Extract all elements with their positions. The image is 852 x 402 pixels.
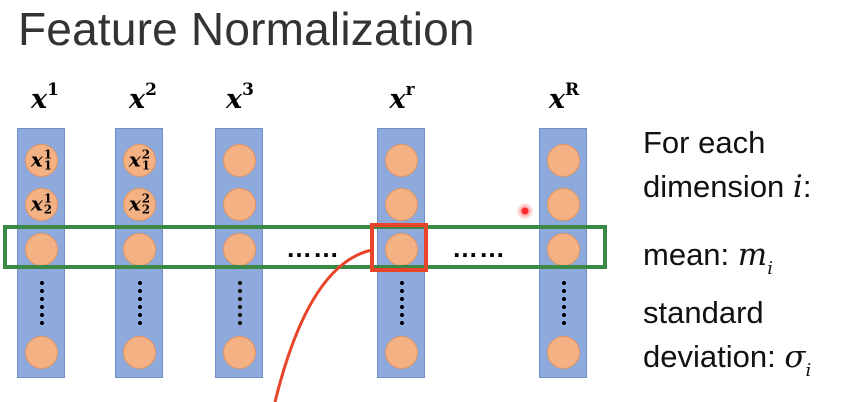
horizontal-ellipsis-right: …… bbox=[452, 233, 506, 263]
slide-title: Feature Normalization bbox=[18, 3, 475, 55]
element-circle bbox=[547, 144, 580, 177]
vertical-ellipsis bbox=[562, 279, 566, 327]
element-circle bbox=[123, 233, 156, 266]
element-circle bbox=[223, 336, 256, 369]
feature-vector-bar-3 bbox=[215, 128, 263, 378]
vertical-ellipsis bbox=[138, 279, 142, 327]
element-circle bbox=[547, 336, 580, 369]
side-text-deviation: deviation: σi bbox=[643, 339, 812, 382]
element-circle bbox=[123, 336, 156, 369]
feature-vector-bar-r bbox=[377, 128, 425, 378]
side-text-standard: standard bbox=[643, 295, 764, 330]
vertical-ellipsis bbox=[238, 279, 242, 327]
pointer-curve-path bbox=[273, 248, 373, 402]
element-circle bbox=[385, 188, 418, 221]
element-circle bbox=[223, 144, 256, 177]
laser-pointer-dot bbox=[517, 203, 533, 219]
vertical-ellipsis bbox=[400, 279, 404, 327]
column-label-x1: x1 bbox=[31, 80, 59, 115]
column-label-x3: x3 bbox=[226, 80, 254, 115]
element-circle bbox=[25, 336, 58, 369]
vertical-ellipsis bbox=[40, 279, 44, 327]
element-circle bbox=[223, 188, 256, 221]
element-circle bbox=[385, 233, 418, 266]
side-text-dimension: dimension i: bbox=[643, 169, 812, 205]
column-label-xr: xr bbox=[389, 80, 415, 115]
element-circle bbox=[385, 336, 418, 369]
column-label-x2: x2 bbox=[129, 80, 157, 115]
horizontal-ellipsis-left: …… bbox=[286, 233, 340, 263]
side-text-mean: mean: mi bbox=[643, 237, 773, 280]
element-circle bbox=[547, 188, 580, 221]
side-text-for-each: For each bbox=[643, 125, 766, 160]
element-circle bbox=[385, 144, 418, 177]
column-label-xR: xR bbox=[548, 80, 580, 115]
element-circle bbox=[25, 233, 58, 266]
selected-element-highlight bbox=[370, 223, 428, 272]
dimension-row-highlight bbox=[3, 225, 607, 269]
